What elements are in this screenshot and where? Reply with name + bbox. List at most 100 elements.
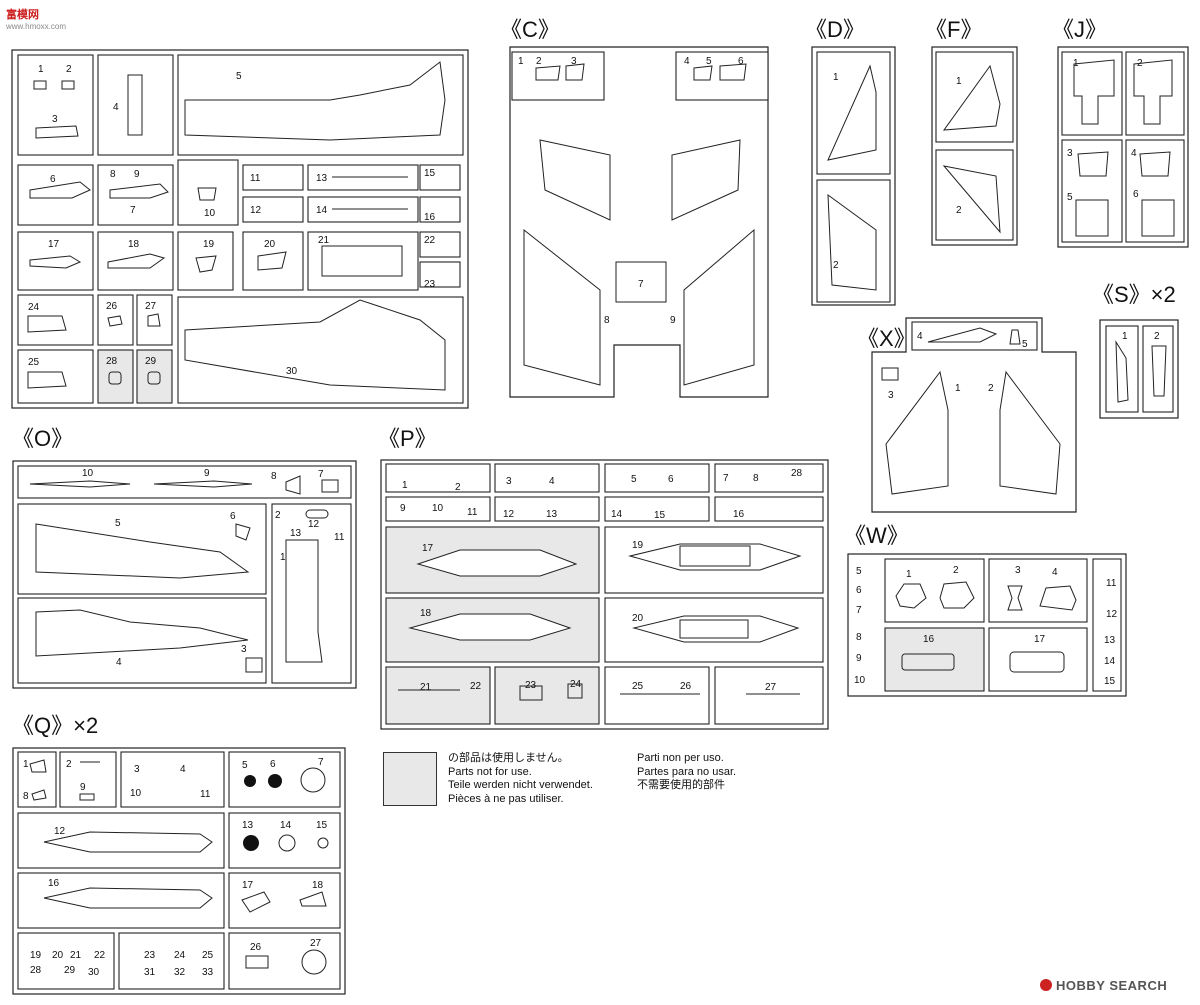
label-j-1: 1 — [1073, 58, 1079, 69]
part-c-wing-right-upper — [671, 139, 741, 221]
part-j-5-shape — [1075, 199, 1109, 237]
label-q-4: 4 — [180, 764, 186, 775]
cell-c-1 — [511, 51, 605, 101]
part-p-17-shape — [416, 549, 578, 577]
label-q-14: 14 — [280, 820, 292, 831]
cell-p-7 — [714, 463, 824, 493]
runner-q: 《Q》×2 1 8 2 9 3 4 10 11 — [12, 713, 346, 995]
part-o-9-shape — [153, 480, 253, 488]
label-x-4: 4 — [917, 331, 923, 342]
cell-j-1 — [1061, 51, 1123, 136]
label-s-1: 1 — [1122, 331, 1128, 342]
label-o-6: 6 — [230, 511, 236, 522]
label-main-1: 1 — [38, 64, 44, 75]
label-w-6: 6 — [856, 585, 862, 596]
part-c-9-shape — [683, 228, 755, 386]
runner-q-title: 《Q》×2 — [12, 713, 98, 738]
part-q-15-shape — [317, 837, 329, 849]
part-o-1-shape — [285, 539, 323, 663]
runner-j-title: 《J》 — [1052, 17, 1107, 42]
label-s-2: 2 — [1154, 331, 1160, 342]
part-w-17-shape — [1009, 651, 1065, 673]
cell-p-27 — [714, 666, 824, 725]
label-j-4: 4 — [1131, 148, 1137, 159]
part-o-10-shape — [29, 480, 131, 488]
cell-d-2 — [816, 179, 891, 303]
label-c-1: 1 — [518, 56, 524, 67]
cell-main-27 — [136, 294, 173, 346]
part-p-20-band — [679, 619, 749, 639]
cell-main-21 — [307, 231, 419, 291]
label-main-4: 4 — [113, 102, 119, 113]
label-c-7: 7 — [638, 279, 644, 290]
label-w-9: 9 — [856, 653, 862, 664]
label-q-19: 19 — [30, 950, 42, 961]
part-o-12-shape — [305, 509, 329, 519]
part-w-2-shape — [939, 581, 975, 609]
part-c-2-3-shape — [535, 63, 585, 81]
cell-o-1 — [271, 503, 352, 684]
label-c-5: 5 — [706, 56, 712, 67]
label-p-22: 22 — [470, 681, 482, 692]
label-q-30: 30 — [88, 967, 100, 978]
cell-main-19 — [177, 231, 234, 291]
label-main-23: 23 — [424, 279, 436, 290]
label-p-6: 6 — [668, 474, 674, 485]
part-o-7-shape — [321, 479, 339, 493]
label-c-6: 6 — [738, 56, 744, 67]
part-o-6-shape — [235, 523, 251, 541]
legend-line-es: Partes para no usar. — [637, 765, 737, 778]
cell-s-1 — [1105, 325, 1139, 413]
label-q-28: 28 — [30, 965, 42, 976]
part-w-16-shape — [901, 653, 955, 671]
label-d-1: 1 — [833, 72, 839, 83]
watermark-top-left: 富模网 www.hmoxx.com — [6, 6, 66, 31]
label-q-27: 27 — [310, 938, 322, 949]
label-w-13: 13 — [1104, 635, 1116, 646]
cell-q-2 — [59, 751, 117, 808]
cell-main-20 — [242, 231, 304, 291]
label-main-10: 10 — [204, 208, 216, 219]
part-f-1-shape — [942, 64, 1001, 131]
label-main-30: 30 — [286, 366, 298, 377]
part-c-5-6-shape — [693, 63, 747, 81]
cell-main-26 — [97, 294, 134, 346]
part-q-7-shape — [300, 767, 326, 793]
label-p-18: 18 — [420, 608, 432, 619]
label-p-25: 25 — [632, 681, 644, 692]
part-p-18-shape — [408, 613, 572, 641]
cell-q-1 — [17, 751, 57, 808]
cell-q-3 — [120, 751, 225, 808]
part-q-9-shape — [79, 793, 95, 801]
cell-p-14 — [604, 496, 710, 522]
part-main-5-shape — [184, 61, 446, 141]
label-p-12: 12 — [503, 509, 515, 520]
part-main-24-shape — [27, 315, 67, 333]
cell-o-5 — [17, 503, 267, 595]
legend-line-fr: Pièces à ne pas utiliser. — [448, 792, 564, 805]
label-main-7: 7 — [130, 205, 136, 216]
label-p-8: 8 — [753, 473, 759, 484]
label-q-26: 26 — [250, 942, 262, 953]
part-q-16-shape — [43, 887, 213, 909]
label-q-9: 9 — [80, 782, 86, 793]
part-c-wing-left-upper — [539, 139, 611, 221]
part-p-20-shape — [632, 615, 800, 643]
part-main-7-shape — [109, 183, 169, 199]
label-main-18: 18 — [128, 239, 140, 250]
watermark-bottom-text: HOBBY SEARCH — [1056, 978, 1168, 993]
runner-w-title: 《W》 — [844, 523, 909, 548]
label-o-7: 7 — [318, 469, 324, 480]
part-j-3-shape — [1077, 151, 1109, 177]
label-w-2: 2 — [953, 565, 959, 576]
label-p-20: 20 — [632, 613, 644, 624]
watermark-bottom-right: HOBBY SEARCH — [1040, 978, 1167, 993]
label-x-1: 1 — [955, 383, 961, 394]
label-j-5: 5 — [1067, 192, 1073, 203]
cell-w-16 — [884, 627, 985, 692]
label-w-3: 3 — [1015, 565, 1021, 576]
label-w-1: 1 — [906, 569, 912, 580]
label-q-25: 25 — [202, 950, 214, 961]
label-p-9: 9 — [400, 503, 406, 514]
part-x-5-shape — [1009, 329, 1021, 345]
